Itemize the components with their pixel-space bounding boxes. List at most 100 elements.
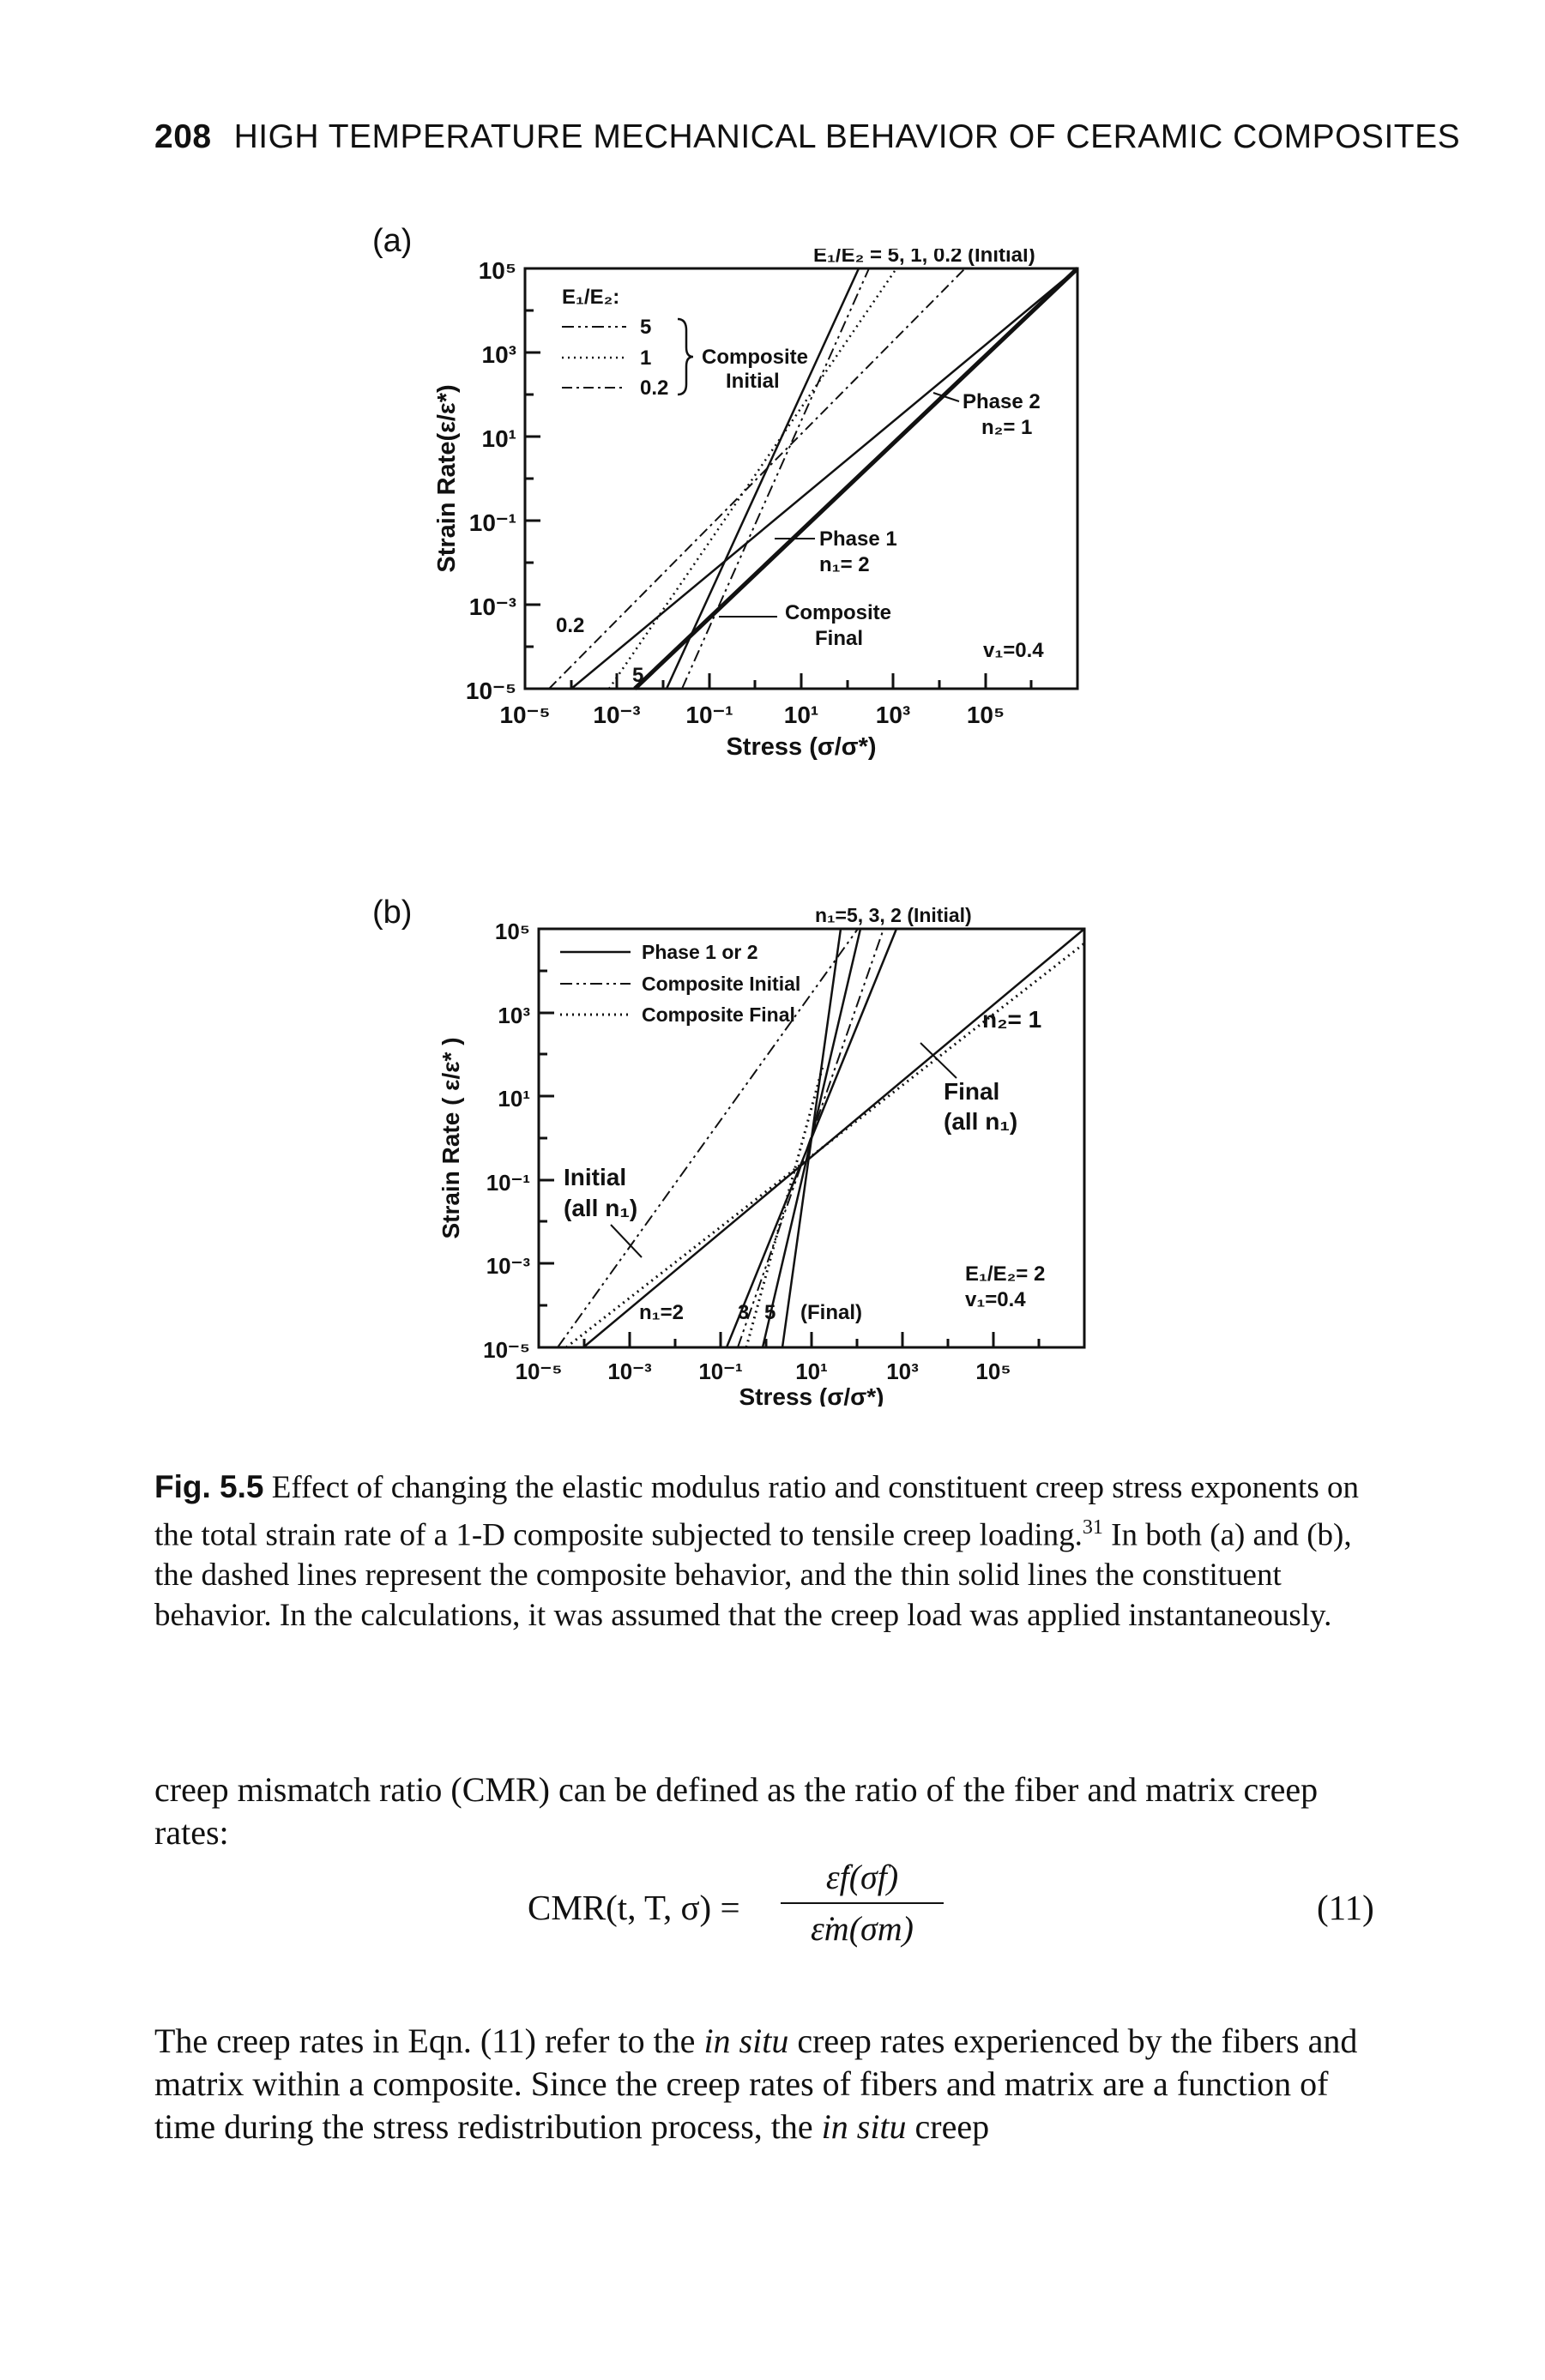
fraction-bar bbox=[781, 1902, 944, 1904]
top-annotation-a: E₁/E₂ = 5, 1, 0.2 (Initial) bbox=[813, 249, 1035, 267]
legend-brace bbox=[677, 317, 694, 396]
legend-item: 5 bbox=[640, 316, 651, 339]
label-e-ratio: E₁/E₂= 2 bbox=[965, 1262, 1045, 1286]
caption-text: Effect of changing the elastic modulus r… bbox=[154, 1470, 1359, 1553]
x-tick-label: 10⁻⁵ bbox=[516, 1359, 563, 1384]
top-annotation-b: n₁=5, 3, 2 (Initial) bbox=[815, 904, 972, 926]
equation-lhs: CMR(t, T, σ) = bbox=[528, 1888, 740, 1927]
label-n1-3: 3 bbox=[738, 1301, 749, 1324]
legend-group-label: Initial bbox=[726, 370, 780, 393]
label-phase-1: Phase 1 bbox=[819, 527, 897, 551]
x-axis-label: Stress (σ/σ*) bbox=[726, 733, 876, 761]
x-tick-label: 10⁵ bbox=[967, 702, 1005, 728]
panel-label-b: (b) bbox=[372, 895, 413, 931]
x-tick-label: 10⁻¹ bbox=[685, 702, 733, 728]
x-tick-label: 10¹ bbox=[795, 1359, 828, 1384]
y-tick-label: 10⁻¹ bbox=[486, 1170, 530, 1196]
x-tick-label: 10³ bbox=[886, 1359, 919, 1384]
y-tick-label: 10¹ bbox=[482, 425, 516, 452]
label-0.2: 0.2 bbox=[556, 614, 584, 637]
line-initial bbox=[557, 928, 859, 1348]
label-n1: n₁= 2 bbox=[819, 553, 870, 576]
label-n1-5: 5 bbox=[764, 1301, 776, 1324]
x-tick-label: 10⁻³ bbox=[607, 1359, 652, 1384]
line-final bbox=[565, 942, 1085, 1349]
equation-numerator: ε̇f(σf) bbox=[825, 1858, 899, 1896]
caption-label: Fig. 5.5 bbox=[154, 1469, 264, 1504]
label-phase-2: Phase 2 bbox=[963, 390, 1041, 413]
plot-lines-b bbox=[557, 928, 1085, 1349]
label-composite-final: Final bbox=[815, 627, 863, 650]
line-initial-0.2 bbox=[548, 268, 966, 690]
running-header: 208 HIGH TEMPERATURE MECHANICAL BEHAVIOR … bbox=[154, 118, 1460, 156]
x-ticks-a bbox=[570, 673, 1033, 689]
y-tick-label: 10¹ bbox=[498, 1086, 530, 1112]
caption-text-2: In both (a) and (b), the dashed lines re… bbox=[154, 1517, 1352, 1634]
figure-b: 10⁵ 10³ 10¹ 10⁻¹ 10⁻³ 10⁻⁵ 10⁻⁵ 10⁻³ 10⁻… bbox=[438, 904, 1086, 1407]
y-tick-label: 10⁵ bbox=[495, 919, 530, 944]
x-ticks-b bbox=[582, 1332, 1041, 1347]
x-tick-label: 10⁻¹ bbox=[698, 1359, 742, 1384]
line-initial-1 bbox=[607, 268, 898, 690]
legend-item: Composite Final bbox=[642, 1003, 795, 1026]
y-tick-label: 10⁻⁵ bbox=[466, 678, 516, 704]
x-axis-label: Stress (σ/σ*) bbox=[739, 1383, 884, 1407]
x-tick-label: 10⁵ bbox=[975, 1359, 1011, 1384]
y-ticks-b bbox=[539, 927, 554, 1307]
y-tick-label: 10⁻¹ bbox=[469, 509, 516, 536]
x-tick-label: 10³ bbox=[876, 702, 910, 728]
paragraph-2-emphasis: in situ bbox=[821, 2107, 907, 2146]
paragraph-2: The creep rates in Eqn. (11) refer to th… bbox=[154, 2020, 1390, 2148]
panel-label-a: (a) bbox=[372, 223, 413, 259]
y-tick-label: 10⁻³ bbox=[469, 593, 516, 620]
x-tick-label: 10⁻³ bbox=[593, 702, 640, 728]
line-phase-2 bbox=[582, 928, 1085, 1348]
plot-lines-a bbox=[548, 267, 1079, 690]
paragraph-1: creep mismatch ratio (CMR) can be define… bbox=[154, 1770, 1319, 1852]
paragraph-2-emphasis: in situ bbox=[703, 2021, 789, 2060]
label-n2: n₂= 1 bbox=[982, 1006, 1041, 1033]
x-tick-label: 10⁻⁵ bbox=[499, 702, 550, 728]
label-final: (all n₁) bbox=[944, 1108, 1017, 1135]
page-number: 208 bbox=[154, 118, 212, 155]
paragraph-2-text: The creep rates in Eqn. (11) refer to th… bbox=[154, 2021, 704, 2060]
y-ticks-a bbox=[525, 267, 540, 690]
line-phase-1 bbox=[665, 268, 860, 690]
legend-item: Composite Initial bbox=[642, 973, 800, 995]
legend-item: 1 bbox=[640, 346, 651, 370]
paragraph-2-text: creep rates experienced by the fibers an… bbox=[154, 2021, 1358, 2146]
label-5: 5 bbox=[632, 664, 643, 687]
label-v1: v₁=0.4 bbox=[983, 639, 1044, 662]
figure-caption: Fig. 5.5 Effect of changing the elastic … bbox=[154, 1467, 1390, 1636]
caption-ref: 31 bbox=[1082, 1516, 1103, 1539]
label-n1-2: n₁=2 bbox=[639, 1301, 684, 1324]
label-v1: v₁=0.4 bbox=[965, 1288, 1026, 1311]
label-initial: (all n₁) bbox=[564, 1195, 637, 1221]
x-tick-label: 10¹ bbox=[784, 702, 818, 728]
y-axis-label: Strain Rate ( ε/ε* ) bbox=[438, 1037, 464, 1238]
label-n2: n₂= 1 bbox=[981, 416, 1032, 439]
y-axis-label: Strain Rate(ε/ε*) bbox=[433, 384, 461, 572]
line-composite-final bbox=[633, 267, 1079, 690]
figure-a: 10⁵ 10³ 10¹ 10⁻¹ 10⁻³ 10⁻⁵ 10⁻⁵ 10⁻³ 10⁻… bbox=[433, 249, 1079, 761]
legend-title-a: E₁/E₂: bbox=[562, 286, 619, 309]
legend-item: 0.2 bbox=[640, 377, 668, 400]
equation-fraction: ε̇f(σf) ε̇m(σm) bbox=[781, 1853, 944, 1954]
plot-frame-a bbox=[523, 267, 1079, 690]
y-tick-label: 10⁻³ bbox=[486, 1253, 531, 1279]
label-final-bottom: (Final) bbox=[800, 1301, 862, 1324]
line-initial bbox=[737, 928, 884, 1348]
line-final bbox=[745, 1063, 825, 1348]
y-tick-label: 10⁵ bbox=[479, 257, 516, 284]
y-tick-label: 10⁻⁵ bbox=[483, 1337, 530, 1363]
label-final: Final bbox=[944, 1078, 999, 1105]
equation-denominator: ε̇m(σm) bbox=[811, 1909, 914, 1948]
equation-11: CMR(t, T, σ) = ε̇f(σf) ε̇m(σm) (11) bbox=[0, 1853, 1545, 1981]
legend-item: Phase 1 or 2 bbox=[642, 941, 758, 963]
label-initial: Initial bbox=[564, 1164, 626, 1190]
equation-number: (11) bbox=[1317, 1888, 1374, 1927]
label-composite-final: Composite bbox=[785, 601, 891, 624]
legend-group-label: Composite bbox=[702, 346, 808, 369]
paragraph-2-text: creep bbox=[906, 2107, 990, 2146]
running-title: HIGH TEMPERATURE MECHANICAL BEHAVIOR OF … bbox=[233, 118, 1461, 155]
